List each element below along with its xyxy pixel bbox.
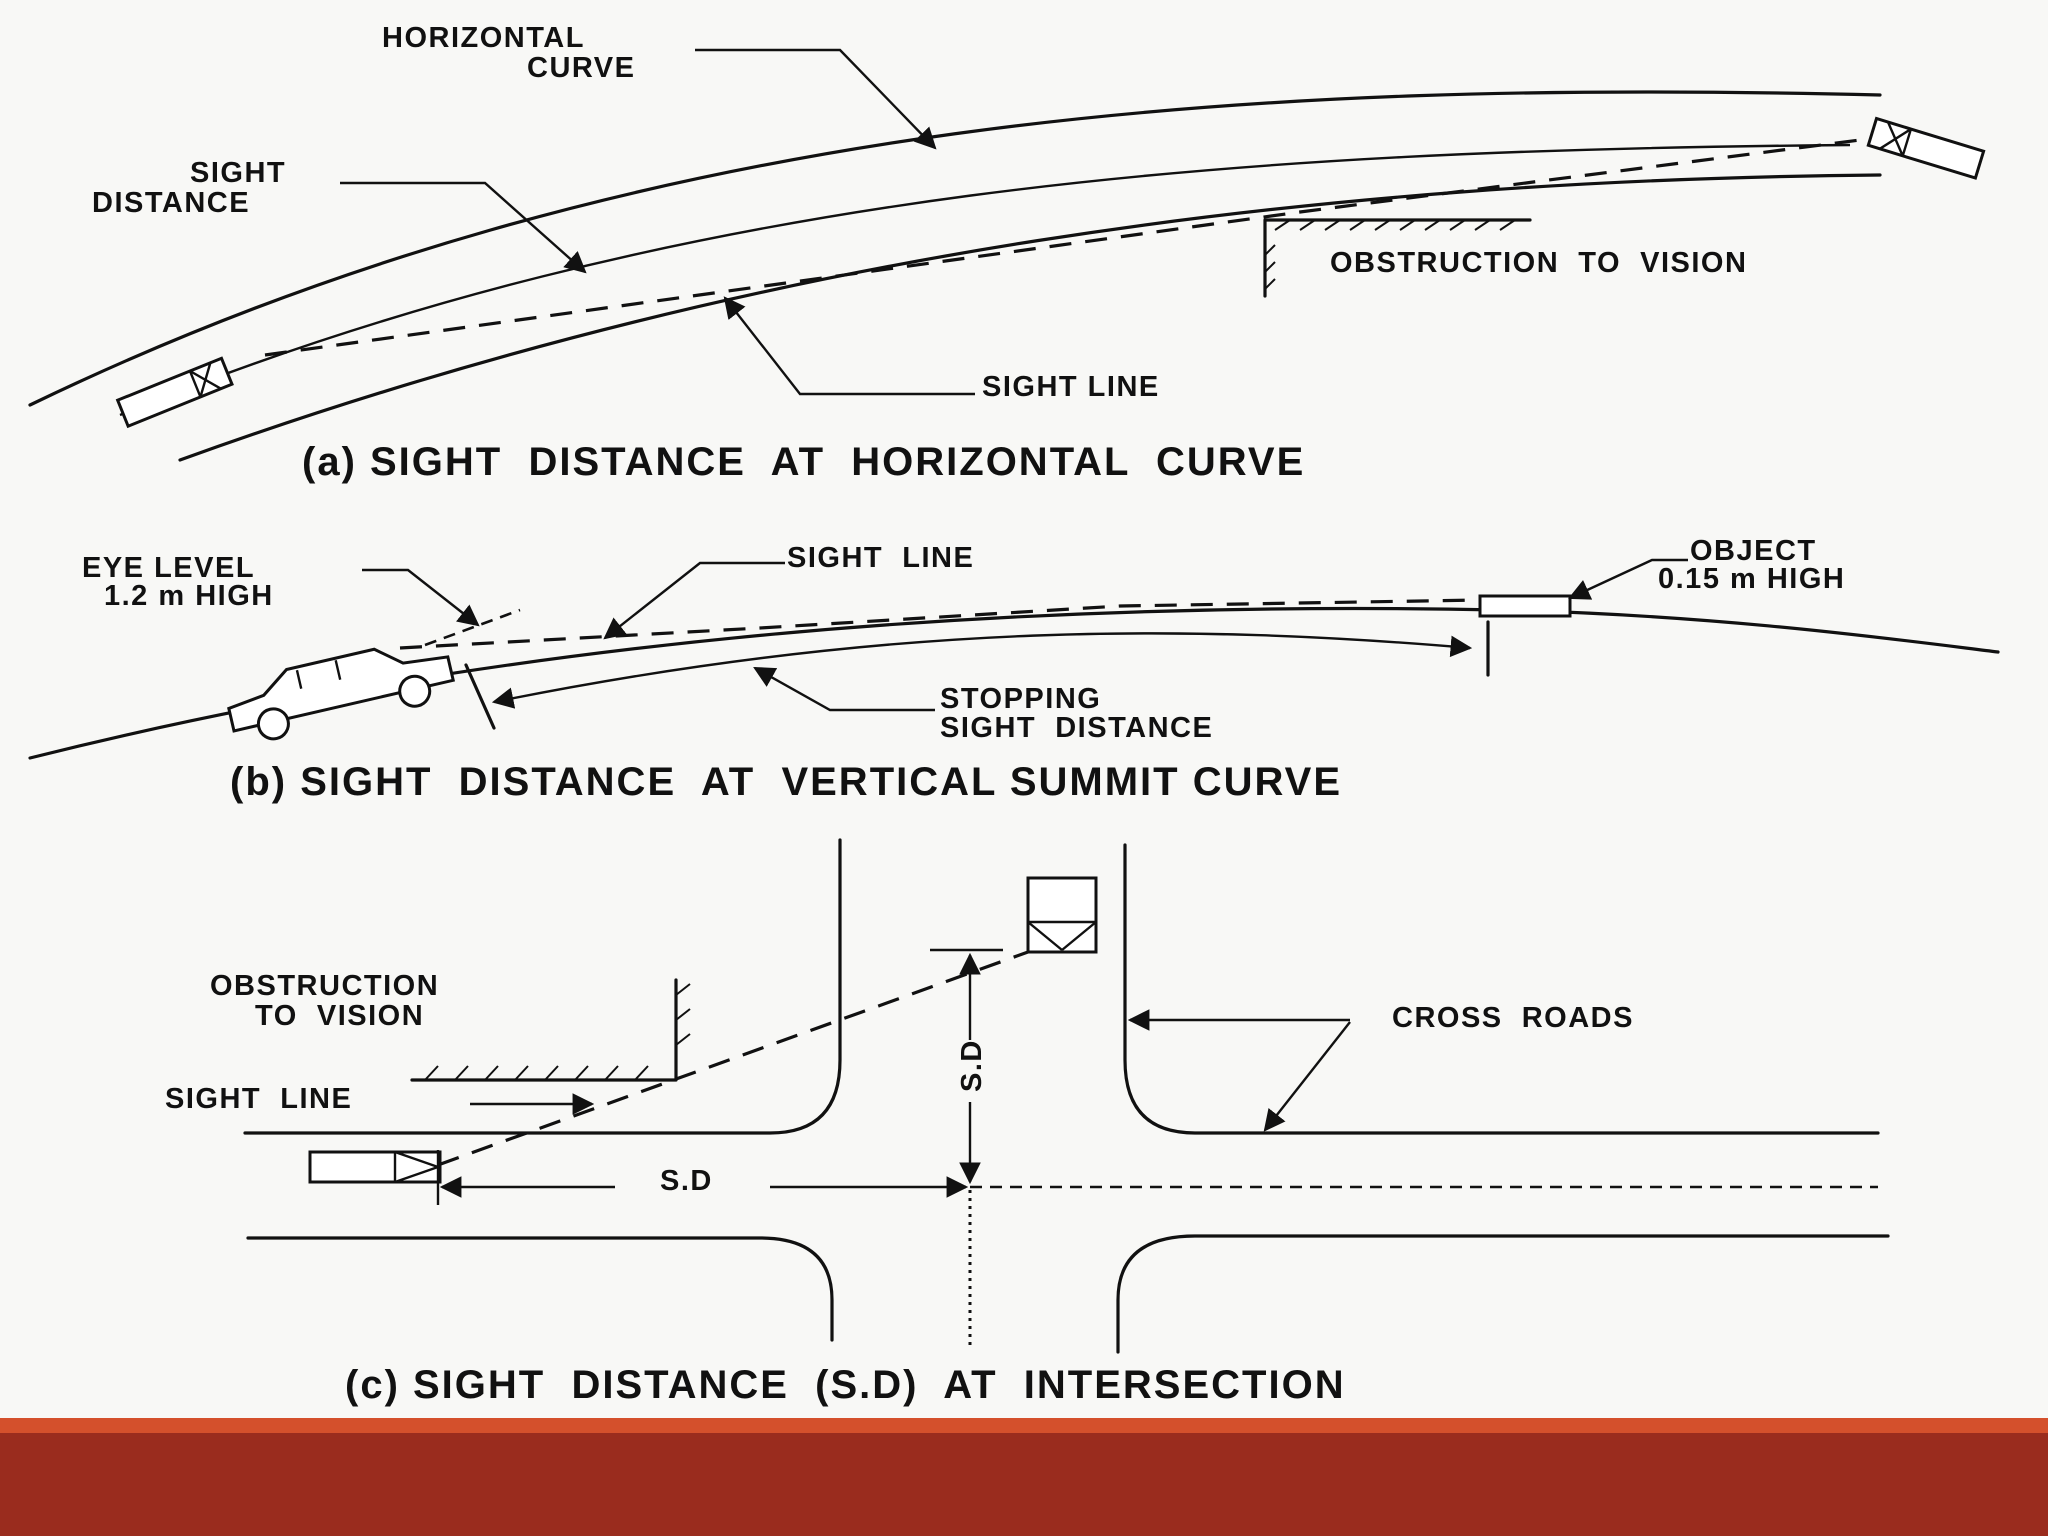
leader-eye-level	[362, 568, 480, 627]
road-edge-top-left	[243, 838, 842, 1135]
label-sight-line: SIGHT LINE	[165, 1083, 352, 1115]
label-object-2: 0.15 m HIGH	[1658, 563, 1845, 595]
label-obstruction: OBSTRUCTION TO VISION	[1330, 247, 1747, 279]
sight-line-dashed	[437, 950, 1029, 1167]
label-sd-horizontal: S.D	[660, 1165, 713, 1197]
vehicle-left	[115, 356, 234, 429]
label-horizontal-curve-1: HORIZONTAL	[382, 22, 585, 54]
leader-ssd	[753, 666, 935, 712]
label-eye-level-2: 1.2 m HIGH	[104, 580, 274, 612]
road-edge-outer	[28, 90, 1882, 407]
ssd-tick-left	[464, 663, 496, 730]
vehicle-left	[308, 1150, 442, 1184]
ssd-dimension-line	[491, 632, 1473, 709]
panel-a-horizontal-curve: HORIZONTAL CURVE SIGHT DISTANCE OBSTRUCT…	[28, 22, 1986, 484]
vehicle-top	[1026, 876, 1098, 954]
panel-c-intersection: OBSTRUCTION TO VISION SIGHT LINE CROSS R…	[165, 838, 1890, 1407]
sight-line-dashed	[264, 138, 1861, 357]
label-sd-vertical: S.D	[956, 1039, 988, 1092]
leader-sight-line	[723, 296, 975, 396]
label-object-1: OBJECT	[1690, 535, 1817, 567]
car-icon	[227, 647, 456, 741]
caption-a: (a) SIGHT DISTANCE AT HORIZONTAL CURVE	[302, 440, 1305, 484]
road-edge-bottom-right	[1116, 1234, 1890, 1354]
footer-bar	[0, 1418, 2048, 1536]
road-edge-inner	[178, 173, 1882, 462]
leader-sight-distance	[340, 181, 587, 274]
road-edge-bottom-left	[246, 1236, 834, 1342]
sight-line-upper	[424, 608, 521, 647]
object-box	[1478, 594, 1572, 618]
road-edge-top-right	[1123, 843, 1880, 1135]
caption-b: (b) SIGHT DISTANCE AT VERTICAL SUMMIT CU…	[230, 760, 1342, 804]
leader-cross-roads-2	[1263, 1021, 1351, 1132]
vehicle-right	[1866, 116, 1986, 180]
label-cross-roads: CROSS ROADS	[1392, 1002, 1634, 1034]
caption-c: (c) SIGHT DISTANCE (S.D) AT INTERSECTION	[345, 1363, 1346, 1407]
label-sight-distance-1: SIGHT	[190, 157, 286, 189]
label-sight-line: SIGHT LINE	[787, 542, 974, 574]
leader-horizontal-curve	[695, 48, 937, 150]
leader-sight-line	[603, 561, 785, 640]
label-eye-level-1: EYE LEVEL	[82, 552, 255, 584]
label-obstruction-2: TO VISION	[255, 1000, 424, 1032]
label-ssd-1: STOPPING	[940, 683, 1101, 715]
label-horizontal-curve-2: CURVE	[527, 52, 636, 84]
footer-accent-stripe	[0, 1418, 2048, 1433]
panel-b-vertical-summit-curve: EYE LEVEL 1.2 m HIGH SIGHT LINE OBJECT 0…	[28, 535, 2000, 804]
label-sight-distance-2: DISTANCE	[92, 187, 250, 219]
obstruction-corner	[1263, 218, 1532, 298]
obstruction-corner	[410, 978, 691, 1082]
road-centerline	[119, 143, 1851, 417]
label-sight-line: SIGHT LINE	[982, 371, 1160, 403]
label-ssd-2: SIGHT DISTANCE	[940, 712, 1213, 744]
leader-object	[1568, 558, 1688, 600]
label-obstruction-1: OBSTRUCTION	[210, 970, 439, 1002]
